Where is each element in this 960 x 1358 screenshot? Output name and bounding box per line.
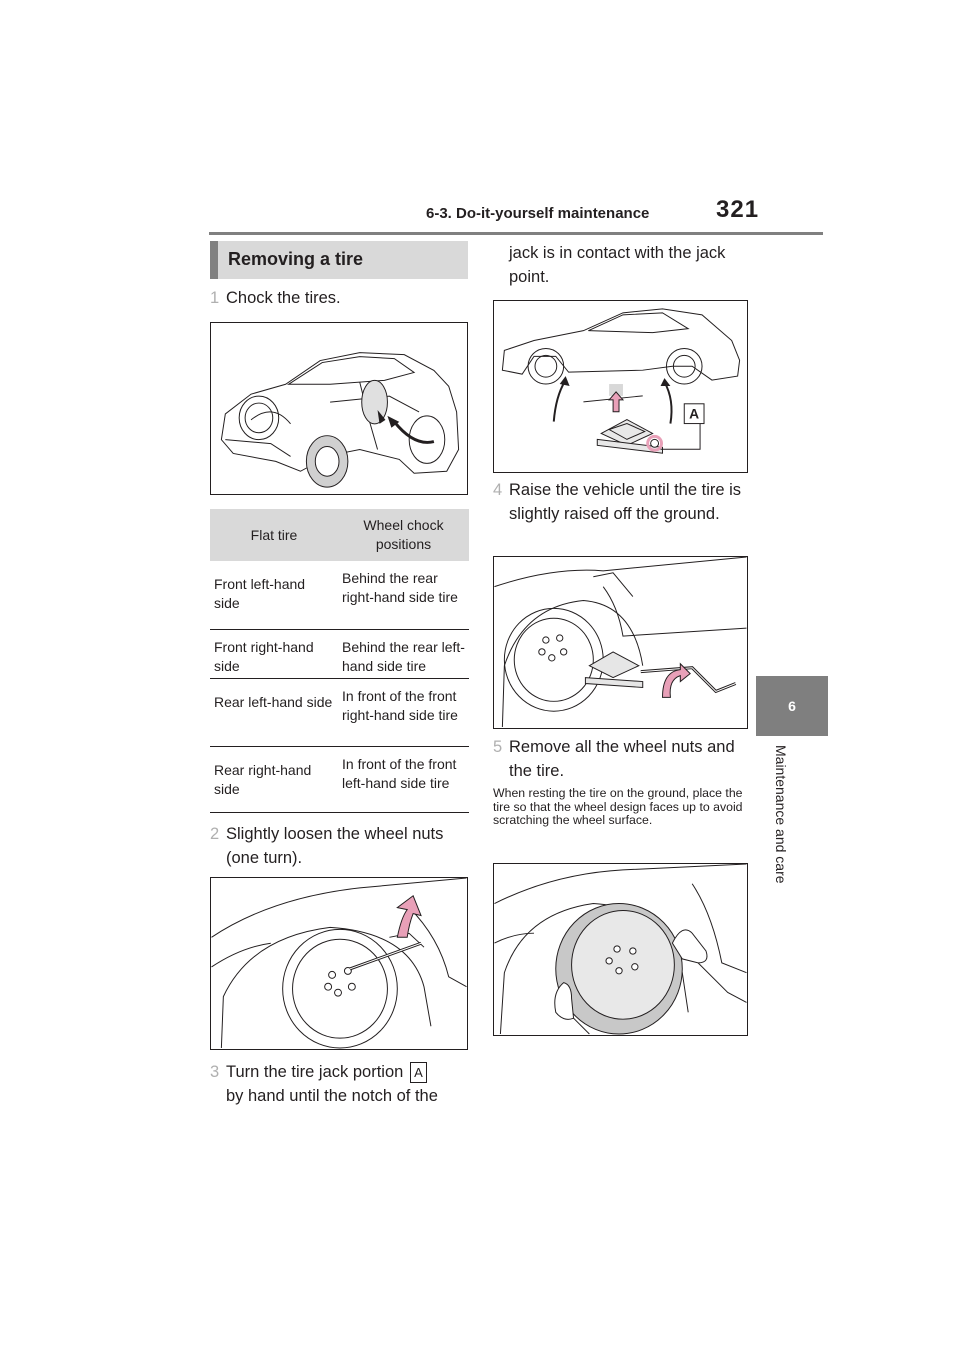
loosen-nuts-illustration <box>211 878 467 1049</box>
step-5: 5 Remove all the wheel nuts and the tire… <box>493 735 751 783</box>
car-chock-illustration <box>220 352 460 488</box>
table-cell: Front left-hand side <box>210 561 338 630</box>
step-text: Chock the tires. <box>226 289 341 307</box>
note-text: When resting the tire on the ground, pla… <box>493 786 743 827</box>
table-cell: In front of the front left-hand side tir… <box>338 746 469 813</box>
step-text: Turn the tire jack portion A by hand unt… <box>210 1060 480 1108</box>
chapter-label: Maintenance and care <box>773 745 789 884</box>
table-row: Front right-hand side Behind the rear le… <box>210 629 469 679</box>
step-4: 4 Raise the vehicle until the tire is sl… <box>493 478 751 526</box>
step-text: Slightly loosen the wheel nuts (one turn… <box>226 825 444 867</box>
section-heading: Removing a tire <box>210 241 468 279</box>
table-row: Front left-hand side Behind the rear rig… <box>210 561 469 630</box>
step-text-line2: by hand until the notch of the <box>226 1087 438 1105</box>
step-text: Remove all the wheel nuts and the tire. <box>509 738 735 780</box>
table-header-row: Flat tire Wheel chock positions <box>210 509 469 561</box>
figure-chock-tires <box>210 322 468 495</box>
table-row: Rear left-hand side In front of the fron… <box>210 678 469 747</box>
figure-jack-point: A <box>493 300 748 473</box>
raise-vehicle-illustration <box>494 557 747 728</box>
page-number: 321 <box>716 196 760 223</box>
table-header-cell: Flat tire <box>210 509 338 561</box>
step-number: 2 <box>210 825 220 843</box>
running-header: 6-3. Do-it-yourself maintenance <box>426 205 650 222</box>
step-text-before: Turn the tire jack portion <box>226 1063 404 1081</box>
table-cell: Behind the rear left-hand side tire <box>338 629 469 679</box>
step-number: 3 <box>210 1063 220 1081</box>
table-cell: Rear right-hand side <box>210 746 338 813</box>
figure-loosen-nuts <box>210 877 468 1050</box>
figure-remove-tire <box>493 863 748 1036</box>
step-text: jack is in contact with the jack point. <box>509 244 726 286</box>
table-cell: Behind the rear right-hand side tire <box>338 561 469 630</box>
callout-label: A <box>689 406 699 422</box>
wheel-chock-table: Flat tire Wheel chock positions Front le… <box>210 509 469 813</box>
header-rule <box>209 232 823 235</box>
table-row: Rear right-hand side In front of the fro… <box>210 746 469 813</box>
step-number: 1 <box>210 289 220 307</box>
table-cell: Front right-hand side <box>210 629 338 679</box>
step-number: 4 <box>493 481 503 499</box>
step-3-continued: jack is in contact with the jack point. <box>493 241 751 289</box>
callout-label: A <box>409 1062 427 1084</box>
jack-illustration: A <box>501 308 741 454</box>
table-cell: Rear left-hand side <box>210 678 338 747</box>
remove-tire-illustration <box>494 864 747 1035</box>
section-heading-text: Removing a tire <box>228 249 364 269</box>
step-1: 1 Chock the tires. <box>210 286 468 310</box>
chapter-tab: 6 <box>756 676 828 736</box>
table-cell: In front of the front right-hand side ti… <box>338 678 469 747</box>
step-text: Raise the vehicle until the tire is slig… <box>509 481 742 523</box>
step-3: 3 Turn the tire jack portion A by hand u… <box>210 1060 480 1108</box>
figure-raise-vehicle <box>493 556 748 729</box>
step-number: 5 <box>493 738 503 756</box>
step-2: 2 Slightly loosen the wheel nuts (one tu… <box>210 822 468 870</box>
table-header-cell: Wheel chock positions <box>338 509 469 561</box>
